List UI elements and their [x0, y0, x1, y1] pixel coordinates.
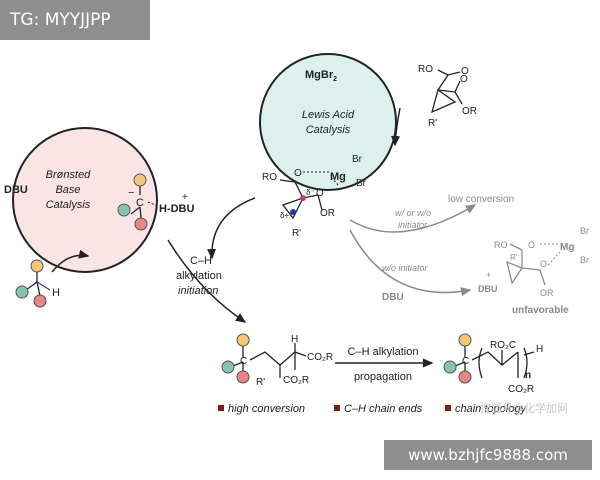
low-conversion-label: low conversion	[448, 194, 514, 205]
result-bullets: high conversion C–H chain ends chain top…	[218, 403, 527, 415]
unfav-r-prime: R'	[510, 253, 518, 262]
lewis-circle	[259, 53, 397, 191]
bronsted-cycle: Brønsted Base Catalysis DBU − C H-DBU +	[4, 127, 194, 273]
overlay-tag: TG: MYYJJPP	[0, 0, 150, 40]
prop-line-2: propagation	[354, 371, 412, 383]
carbanion-carbon: C	[136, 197, 144, 209]
reactant: H	[15, 249, 90, 308]
side-pathways: low conversion w/ or w/o initiator w/o i…	[349, 194, 514, 303]
prop-line-1: C–H alkylation	[348, 346, 419, 358]
p2-ro2c: RO₂C	[490, 340, 516, 351]
wow-line-2: initiator	[398, 220, 428, 230]
ch-line-2: alkylation	[176, 270, 222, 282]
p1-co2r-1: CO₂R	[307, 352, 333, 363]
unfav-br2: Br	[580, 255, 589, 265]
complex-r-prime: R'	[292, 228, 301, 239]
complex-mg: Mg	[330, 171, 346, 183]
carbanion-yellow-sub	[133, 173, 147, 187]
unfavorable-label: unfavorable	[512, 305, 569, 316]
bullet-chain-topology: chain topology	[455, 403, 527, 415]
bronsted-title-3: Catalysis	[46, 199, 91, 211]
bullet-high-conversion: high conversion	[228, 403, 305, 415]
unfav-plus: +	[486, 270, 491, 280]
substrate-r-prime: R'	[428, 118, 437, 129]
complex-br1: Br	[352, 154, 363, 165]
wo-initiator-label: w/o initiator	[382, 263, 429, 273]
product-2: C RO₂C H n CO₂R	[443, 333, 543, 395]
unfavorable-complex: RO O Mg Br Br O OR + DBU R' unfavorable	[478, 226, 589, 316]
wow-line-1: w/ or w/o	[395, 208, 431, 218]
bronsted-to-initiation-arrow	[167, 239, 247, 323]
complex-delta-plus: δ+	[280, 211, 289, 220]
h-dbu-label: H-DBU	[159, 203, 194, 215]
complex-ro: RO	[262, 172, 277, 183]
substrate-or: OR	[462, 106, 477, 117]
unfav-ro: RO	[494, 240, 508, 250]
complex-br2: Br	[356, 178, 367, 189]
unfav-mg: Mg	[560, 242, 574, 253]
bronsted-title-1: Brønsted	[46, 169, 92, 181]
delta-minus-dot	[300, 195, 306, 201]
substrate-ro: RO	[418, 64, 433, 75]
complex-o1: O	[294, 168, 302, 179]
ch-line-1: C–H	[190, 255, 212, 267]
h-dbu-plus: +	[182, 192, 188, 203]
unfav-dbu: DBU	[478, 284, 498, 294]
initiation-arrow	[207, 197, 256, 260]
mg-complex: RO O Mg Br Br O OR δ⁻ δ+ R'	[262, 154, 367, 239]
substrate-o2: O	[460, 74, 468, 85]
lewis-title-1: Lewis Acid	[302, 109, 355, 121]
unfav-o1: O	[528, 240, 535, 250]
unfav-o2: O	[540, 259, 547, 269]
reactant-h: H	[52, 287, 60, 299]
lewis-title-2: Catalysis	[306, 124, 351, 136]
p2-c: C	[462, 356, 469, 367]
product-1: C H CO₂R CO₂R R'	[221, 333, 333, 388]
dbu-label: DBU	[4, 184, 28, 196]
unfav-or: OR	[540, 288, 554, 298]
bullet-ch-chain-ends: C–H chain ends	[344, 403, 423, 415]
substrate: RO O O OR R'	[391, 64, 477, 147]
bronsted-circle	[12, 127, 158, 273]
complex-o2: O	[316, 188, 324, 199]
lewis-cycle: Lewis Acid Catalysis MgBr2	[259, 53, 397, 191]
substrate-o1: O	[461, 66, 469, 77]
watermark-text: 搜狐号@化学加网	[480, 401, 568, 415]
complex-delta-minus: δ⁻	[306, 188, 315, 197]
mgbr2-label: MgBr2	[305, 69, 337, 83]
overlay-url: www.bzhjfc9888.com	[384, 440, 592, 470]
unfav-br1: Br	[580, 226, 589, 236]
ch-line-3: initiation	[178, 285, 218, 297]
p1-r-prime: R'	[256, 377, 265, 388]
carbanion-red-sub	[134, 217, 148, 231]
delta-plus-dot	[290, 209, 296, 215]
dbu-gray-label: DBU	[382, 292, 404, 303]
p1-h: H	[291, 334, 298, 345]
carbanion-teal-sub	[117, 203, 131, 217]
p1-co2r-2: CO₂R	[283, 375, 309, 386]
carbanion-minus: −	[128, 187, 134, 199]
p2-h: H	[536, 344, 543, 355]
complex-or: OR	[320, 208, 335, 219]
p2-co2r: CO₂R	[508, 384, 534, 395]
bronsted-title-2: Base	[55, 184, 80, 196]
p1-c: C	[240, 356, 247, 367]
p2-n: n	[525, 370, 531, 381]
